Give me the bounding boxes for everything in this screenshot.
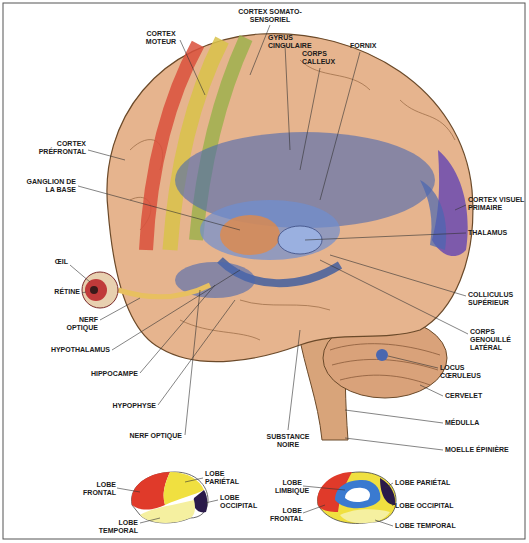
part-label: NERF OPTIQUE (120, 432, 182, 440)
part-label: CORTEX MOTEUR (140, 30, 182, 46)
part-label: CORPS CALLEUX (302, 50, 342, 66)
part-label: MÉDULLA (445, 419, 495, 427)
part-label: HIPPOCAMPE (90, 370, 138, 378)
part-label: SUBSTANCE NOIRE (262, 433, 314, 449)
part-label: FORNIX (350, 42, 390, 50)
part-label: CORTEX PRÉFRONTAL (30, 140, 86, 156)
part-label: RÉTINE (30, 288, 80, 296)
part-label: LOBE PARIÉTAL (395, 479, 457, 487)
part-label: LOBE OCCIPITAL (220, 494, 265, 510)
part-label: LOBE FRONTAL (82, 481, 116, 497)
part-label: LOBE OCCIPITAL (395, 502, 463, 510)
part-label: MOELLE ÉPINIÈRE (445, 446, 515, 454)
part-label: COLLICULUS SUPÉRIEUR (468, 291, 524, 307)
part-label: HYPOTHALAMUS (46, 346, 110, 354)
part-label: LOBE PARIÉTAL (205, 470, 250, 486)
part-label: HYPOPHYSE (110, 402, 156, 410)
part-label: ŒIL (40, 258, 68, 266)
part-label: CERVELET (445, 392, 495, 400)
part-label: NERF OPTIQUE (50, 316, 98, 332)
part-label: THALAMUS (468, 229, 524, 237)
part-label: CORTEX VISUEL PRIMAIRE (468, 196, 526, 212)
part-label: CORPS GENOUILLÉ LATÉRAL (470, 328, 526, 352)
part-label: LOBE FRONTAL (270, 507, 302, 523)
part-label: LOBE TEMPORAL (395, 522, 463, 530)
part-label: LOBE LIMBIQUE (275, 479, 302, 495)
part-label: CORTEX SOMATO-SENSORIEL (228, 8, 312, 24)
part-label: GYRUS CINGULAIRE (268, 34, 318, 50)
part-label: GANGLION DE LA BASE (22, 178, 76, 194)
part-label: LOBE TEMPORAL (80, 519, 138, 535)
part-label: LOCUS CŒRULEUS (440, 364, 490, 380)
